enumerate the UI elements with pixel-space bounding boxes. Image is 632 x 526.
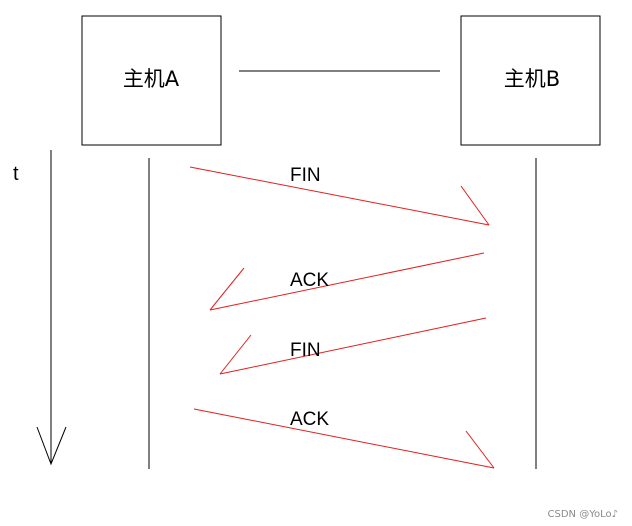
host-b: 主机B	[460, 15, 601, 146]
watermark-text: CSDN @YoLo♪	[547, 509, 618, 520]
message-fin-b-to-a-label: FIN	[290, 340, 321, 361]
time-axis-label: t	[13, 163, 19, 185]
host-a-label: 主机A	[123, 67, 180, 91]
host-a: 主机A	[81, 15, 222, 146]
time-axis-arrowhead	[36, 426, 67, 466]
message-fin-a-to-b: FIN	[189, 165, 490, 226]
host-b-label: 主机B	[504, 67, 560, 91]
message-ack-b-to-a: ACK	[209, 252, 485, 311]
time-axis: t	[13, 150, 67, 466]
host-b-box	[460, 15, 601, 146]
message-fin-a-to-b-arrowhead	[460, 185, 490, 226]
message-fin-a-to-b-label: FIN	[290, 165, 321, 186]
message-ack-a-to-b: ACK	[193, 408, 495, 469]
message-fin-b-to-a-arrowhead	[219, 334, 252, 375]
message-fin-a-to-b-line	[189, 166, 490, 226]
message-ack-a-to-b-line	[193, 408, 495, 469]
message-ack-a-to-b-arrowhead	[465, 430, 495, 469]
message-ack-b-to-a-line	[209, 252, 485, 311]
message-fin-b-to-a-line	[219, 317, 487, 375]
host-a-box	[81, 15, 222, 146]
message-ack-b-to-a-label: ACK	[290, 270, 329, 291]
message-ack-b-to-a-arrowhead	[209, 267, 245, 311]
message-ack-a-to-b-label: ACK	[290, 409, 329, 430]
message-fin-b-to-a: FIN	[219, 317, 487, 375]
